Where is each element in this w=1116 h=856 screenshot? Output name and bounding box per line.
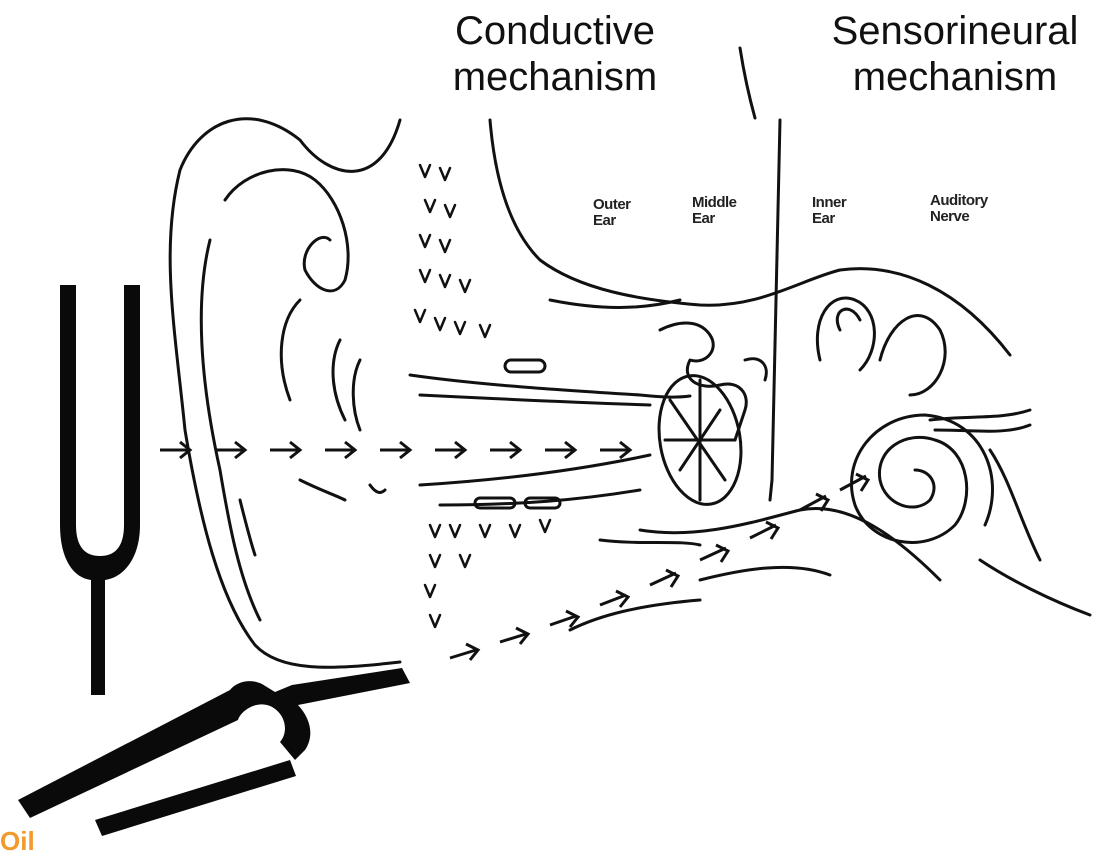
conductive-mechanism-label: Conductive mechanism: [405, 8, 705, 100]
canal-cartilage-1: [505, 360, 545, 372]
outer-ear-label: Outer Ear: [593, 197, 631, 229]
corner-text: Oil: [0, 828, 35, 854]
pinna-outline: [170, 119, 400, 668]
skin-upper: [420, 395, 650, 405]
outer-middle-divider-top: [740, 48, 755, 118]
lower-tissue: [600, 508, 940, 580]
air-conduction-arrows: [160, 442, 630, 458]
auditory-nerve-label: Auditory Nerve: [930, 193, 988, 225]
middle-inner-divider: [770, 120, 780, 500]
canal-upper-wall: [410, 375, 690, 397]
antihelix: [201, 240, 260, 620]
middle-ear-label: Middle Ear: [692, 195, 737, 227]
canal-lower-wall: [420, 455, 650, 485]
inner-ear-label: Inner Ear: [812, 195, 846, 227]
helix-inner: [225, 170, 348, 291]
concha: [281, 300, 360, 430]
ossicles: [660, 323, 746, 440]
cochlea: [851, 415, 992, 542]
semicircular-canals: [817, 298, 945, 395]
tuning-fork-upright: [60, 285, 140, 695]
sensorineural-mechanism-label: Sensorineural mechanism: [795, 8, 1115, 100]
ear-lobe-marks: [240, 480, 385, 555]
